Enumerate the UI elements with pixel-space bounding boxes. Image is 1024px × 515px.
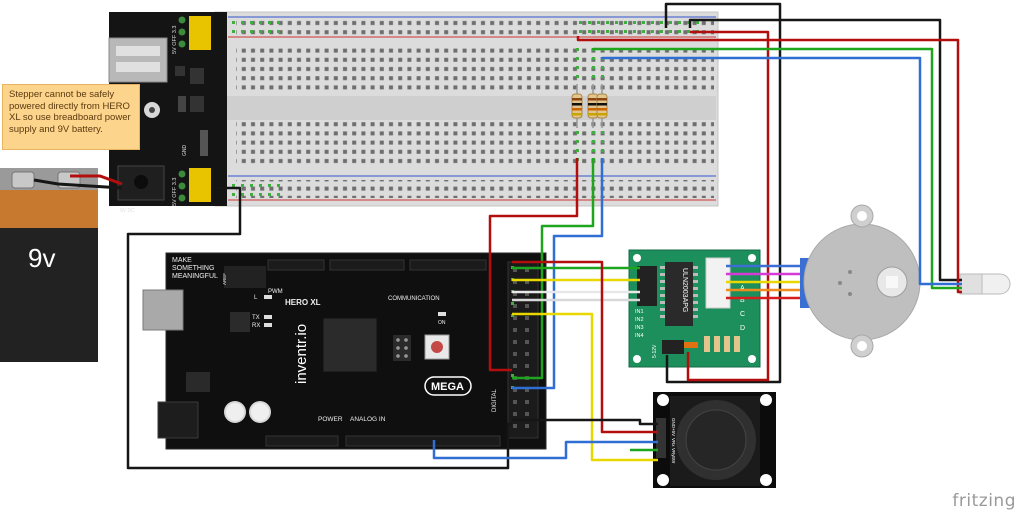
dc-jack	[117, 165, 165, 201]
driver-in3: IN3	[635, 325, 644, 331]
tagline-something: SOMETHING	[172, 265, 214, 272]
driver-power-label: 5-12V	[652, 344, 658, 358]
joystick-gnd: GND	[671, 418, 676, 429]
rgb-led	[959, 273, 1011, 295]
power-top-label: 5V OFF 3.3	[172, 26, 178, 54]
resistor-1	[571, 84, 583, 128]
digital-label: DIGITAL	[492, 388, 498, 412]
power-gnd-label: GND	[182, 145, 188, 157]
breadboard	[214, 11, 719, 207]
analog-header-label: ANALOG IN	[350, 416, 386, 423]
tagline-make: MAKE	[172, 257, 192, 264]
reset-button	[424, 334, 450, 360]
wire-black-led	[688, 18, 962, 282]
breadboard-power-module: 5V OFF 3.3 5V OFF 3.3 GND 9V DC	[108, 12, 227, 214]
wire-black-top	[664, 2, 782, 384]
power-header-label: POWER	[318, 416, 343, 423]
power-bottom-label: 5V OFF 3.3	[172, 178, 178, 206]
stepper-motor	[800, 204, 921, 358]
comm-label: COMMUNICATION	[388, 296, 440, 302]
wire-black-gnd-left	[126, 186, 512, 470]
pwm-label: PWM	[268, 289, 283, 295]
mcu-chip	[322, 317, 378, 373]
driver-led-d: D	[740, 325, 745, 332]
arduino-dc-jack	[157, 401, 199, 439]
battery-label: 9v	[28, 243, 55, 273]
resistors	[571, 84, 608, 128]
uln2003-chip	[665, 262, 693, 326]
on-label: ON	[438, 320, 446, 326]
mega-badge-text: MEGA	[431, 381, 464, 393]
wire-green-rgb	[591, 47, 962, 290]
wire-red-arduino	[488, 158, 579, 372]
driver-chip-label: ULN2003APG	[681, 268, 688, 312]
mega-badge	[424, 376, 472, 396]
wire-red-joystick-5v	[512, 260, 658, 434]
wire-red-led	[686, 30, 770, 382]
l-label: L	[254, 295, 258, 301]
board-model: HERO XL	[285, 298, 321, 307]
battery-9v: 9v	[0, 168, 123, 362]
rx-label: RX	[252, 323, 260, 329]
uln2003-driver-board: ULN2003APG IN1 IN2 IN3 IN4 A B C D 5-12V	[628, 249, 761, 368]
joystick-vrx: VRx	[671, 438, 676, 447]
brand-logo: inventr.io	[293, 324, 310, 384]
fritzing-watermark: fritzing	[952, 491, 1016, 511]
driver-led-c: C	[740, 311, 745, 318]
wires	[126, 2, 962, 470]
wire-yellow-joystick	[512, 312, 658, 462]
driver-led-a: A	[740, 285, 745, 292]
resistor-3	[596, 84, 608, 128]
joystick-sw: SW	[671, 456, 676, 464]
driver-in2: IN2	[635, 317, 644, 323]
arduino-usb-port	[142, 289, 184, 331]
aref-label: AREF	[222, 273, 227, 285]
joystick-vry: VRy	[671, 448, 676, 457]
joystick-5v: +5V	[671, 428, 676, 436]
wire-blue-rgb	[600, 56, 962, 286]
driver-led-b: B	[740, 297, 745, 304]
usb-port	[108, 37, 168, 83]
wire-blue-joystick-vrx	[432, 440, 658, 460]
wire-green-arduino	[512, 158, 595, 380]
driver-in1: IN1	[635, 309, 644, 315]
joystick-module: GND +5V VRx VRy SW	[653, 392, 776, 488]
wire-black-joystick-gnd	[512, 418, 658, 426]
wire-blue-arduino	[512, 158, 604, 390]
power-jack-label: 9V DC	[120, 208, 135, 214]
driver-in4: IN4	[635, 333, 644, 339]
annotation-note: Stepper cannot be safely powered directl…	[2, 84, 140, 150]
wire-red-rgb	[576, 36, 962, 294]
tagline-meaningful: MEANINGFUL	[172, 273, 218, 280]
tx-label: TX	[252, 315, 260, 321]
hero-xl-board: MAKE SOMETHING MEANINGFUL HERO XL PWM CO…	[142, 252, 547, 450]
resistor-2	[587, 84, 599, 128]
